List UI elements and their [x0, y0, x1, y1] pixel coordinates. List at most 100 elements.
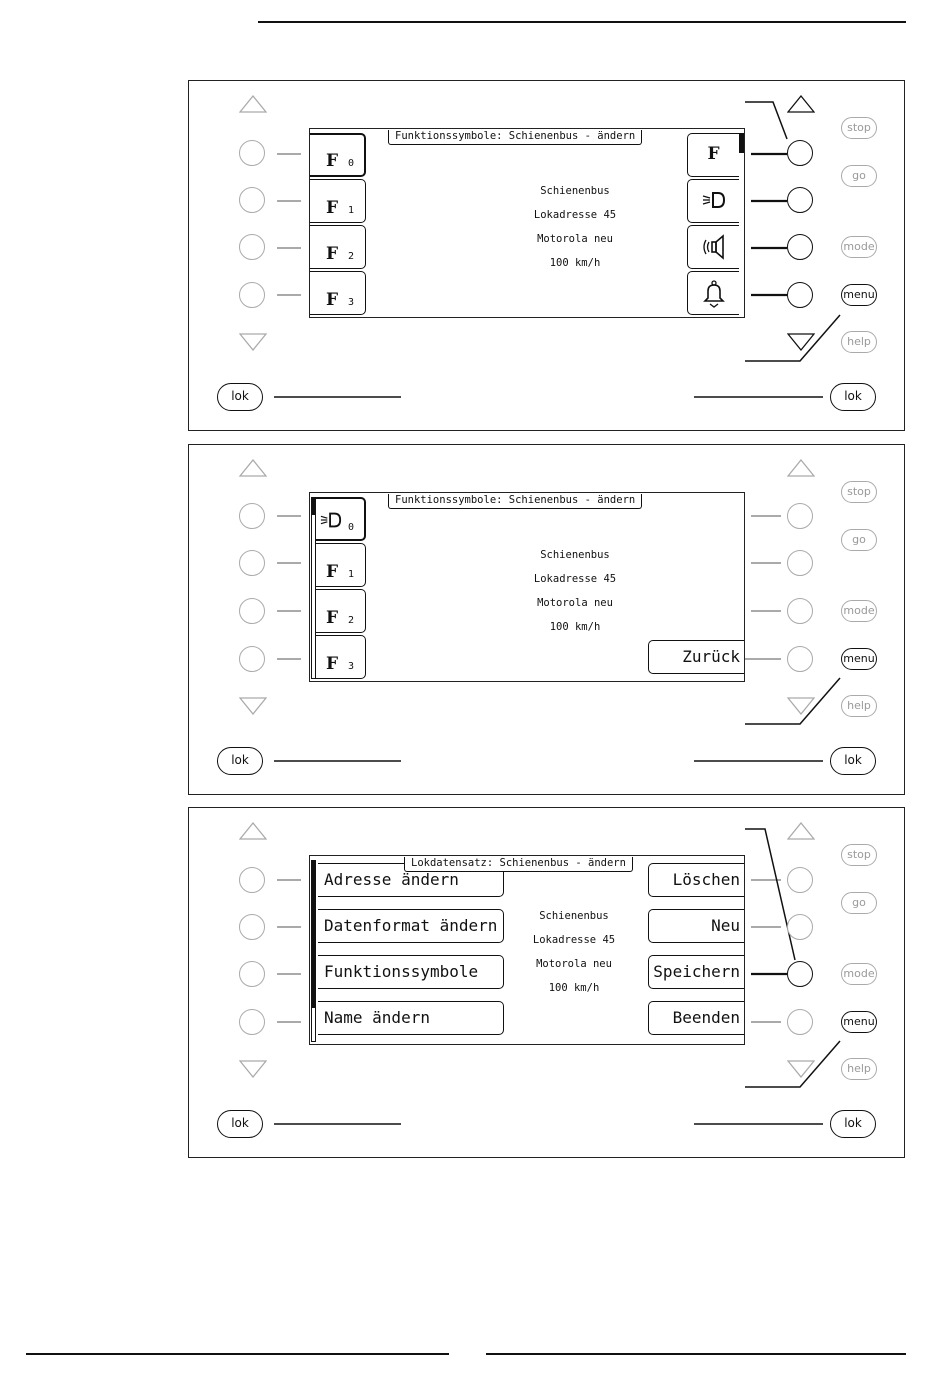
right-softkey-2[interactable]: [787, 187, 813, 213]
help-button[interactable]: help: [841, 695, 877, 717]
left-softkey-1[interactable]: [239, 503, 265, 529]
go-button[interactable]: go: [841, 165, 877, 187]
mode-button[interactable]: mode: [841, 600, 877, 622]
scroll-down-arrow-left[interactable]: [239, 333, 267, 351]
tab-label: F: [326, 290, 339, 310]
loco-speed: 100 km/h: [549, 257, 601, 269]
left-softkey-3[interactable]: [239, 234, 265, 260]
function-tab-f0[interactable]: F 0: [310, 133, 366, 177]
lcd-screen-2: Funktionssymbole: Schienenbus - ändern 0…: [309, 492, 745, 682]
help-button[interactable]: help: [841, 1058, 877, 1080]
loeschen-button[interactable]: Löschen: [648, 863, 744, 897]
lok-button-left[interactable]: lok: [217, 747, 263, 775]
left-softkey-4[interactable]: [239, 282, 265, 308]
speaker-icon: [703, 234, 724, 260]
device-panel-1: stop go mode menu help lok lok Funktions…: [188, 80, 905, 431]
menu-button[interactable]: menu: [841, 284, 877, 306]
right-softkey-2[interactable]: [787, 914, 813, 940]
left-softkey-1[interactable]: [239, 867, 265, 893]
left-softkey-1[interactable]: [239, 140, 265, 166]
menu-item-funktionssymbole[interactable]: Funktionssymbole: [318, 955, 504, 989]
right-softkey-1[interactable]: [787, 140, 813, 166]
scroll-down-arrow-left[interactable]: [239, 697, 267, 715]
loco-speed: 100 km/h: [548, 982, 600, 994]
screen-title: Funktionssymbole: Schienenbus - ändern: [388, 494, 643, 509]
menu-button[interactable]: menu: [841, 1011, 877, 1033]
mode-button[interactable]: mode: [841, 236, 877, 258]
right-softkey-4[interactable]: [787, 1009, 813, 1035]
right-softkey-3[interactable]: [787, 234, 813, 260]
right-softkey-4[interactable]: [787, 282, 813, 308]
symbol-scrollbar[interactable]: [739, 133, 744, 153]
headlight-icon: [320, 512, 342, 528]
symbol-tab-sound[interactable]: [687, 225, 739, 269]
menu-item-name-aendern[interactable]: Name ändern: [318, 1001, 504, 1035]
beenden-button[interactable]: Beenden: [648, 1001, 744, 1035]
menu-button[interactable]: menu: [841, 648, 877, 670]
left-softkey-4[interactable]: [239, 646, 265, 672]
scroll-up-arrow-left[interactable]: [239, 95, 267, 113]
left-softkey-2[interactable]: [239, 914, 265, 940]
symbol-tab-bell[interactable]: [687, 271, 739, 315]
function-scrollbar[interactable]: [311, 497, 316, 515]
menu-scrollbar[interactable]: [311, 860, 316, 1008]
function-tab-f1[interactable]: F 1: [310, 179, 366, 223]
left-softkey-3[interactable]: [239, 961, 265, 987]
symbol-tab-f[interactable]: F: [687, 133, 739, 177]
scroll-down-arrow-right[interactable]: [787, 333, 815, 351]
loco-format: Motorola neu: [537, 233, 613, 245]
function-tab-f2[interactable]: F 2: [310, 225, 366, 269]
function-tab-f3[interactable]: F 3: [316, 635, 366, 679]
symbol-tab-headlight[interactable]: [687, 179, 739, 223]
function-tab-0[interactable]: 0: [316, 497, 366, 541]
tab-label: F: [326, 244, 339, 264]
header-rule: [258, 21, 906, 23]
footer-rule-left: [26, 1353, 449, 1355]
right-softkey-1[interactable]: [787, 503, 813, 529]
scroll-down-arrow-left[interactable]: [239, 1060, 267, 1078]
tab-index: 1: [348, 569, 355, 580]
scroll-up-arrow-right[interactable]: [787, 822, 815, 840]
screen-title: Lokdatensatz: Schienenbus - ändern: [404, 857, 633, 872]
lok-button-left[interactable]: lok: [217, 1110, 263, 1138]
right-softkey-1[interactable]: [787, 867, 813, 893]
tab-label: F: [326, 151, 339, 171]
scroll-down-arrow-right[interactable]: [787, 1060, 815, 1078]
scroll-up-arrow-right[interactable]: [787, 459, 815, 477]
help-button[interactable]: help: [841, 331, 877, 353]
mode-button[interactable]: mode: [841, 963, 877, 985]
left-softkey-4[interactable]: [239, 1009, 265, 1035]
footer-rule-right: [486, 1353, 906, 1355]
right-softkey-4[interactable]: [787, 646, 813, 672]
right-softkey-2[interactable]: [787, 550, 813, 576]
lok-button-right[interactable]: lok: [830, 383, 876, 411]
function-tab-f2[interactable]: F 2: [316, 589, 366, 633]
scroll-down-arrow-right[interactable]: [787, 697, 815, 715]
go-button[interactable]: go: [841, 529, 877, 551]
scroll-up-arrow-left[interactable]: [239, 459, 267, 477]
tab-index: 2: [348, 615, 355, 626]
speichern-button[interactable]: Speichern: [648, 955, 744, 989]
function-tab-f3[interactable]: F 3: [310, 271, 366, 315]
scroll-up-arrow-right[interactable]: [787, 95, 815, 113]
go-button[interactable]: go: [841, 892, 877, 914]
lok-button-right[interactable]: lok: [830, 747, 876, 775]
right-softkey-3[interactable]: [787, 598, 813, 624]
left-softkey-3[interactable]: [239, 598, 265, 624]
lcd-screen-1: Funktionssymbole: Schienenbus - ändern F…: [309, 128, 745, 318]
lok-button-left[interactable]: lok: [217, 383, 263, 411]
tab-label: F: [326, 654, 339, 674]
scroll-up-arrow-left[interactable]: [239, 822, 267, 840]
right-softkey-3[interactable]: [787, 961, 813, 987]
function-tab-f1[interactable]: F 1: [316, 543, 366, 587]
back-button[interactable]: Zurück: [648, 640, 744, 674]
stop-button[interactable]: stop: [841, 481, 877, 503]
loco-address: Lokadresse 45: [533, 573, 617, 585]
left-softkey-2[interactable]: [239, 550, 265, 576]
stop-button[interactable]: stop: [841, 844, 877, 866]
stop-button[interactable]: stop: [841, 117, 877, 139]
neu-button[interactable]: Neu: [648, 909, 744, 943]
menu-item-datenformat-aendern[interactable]: Datenformat ändern: [318, 909, 504, 943]
left-softkey-2[interactable]: [239, 187, 265, 213]
lok-button-right[interactable]: lok: [830, 1110, 876, 1138]
